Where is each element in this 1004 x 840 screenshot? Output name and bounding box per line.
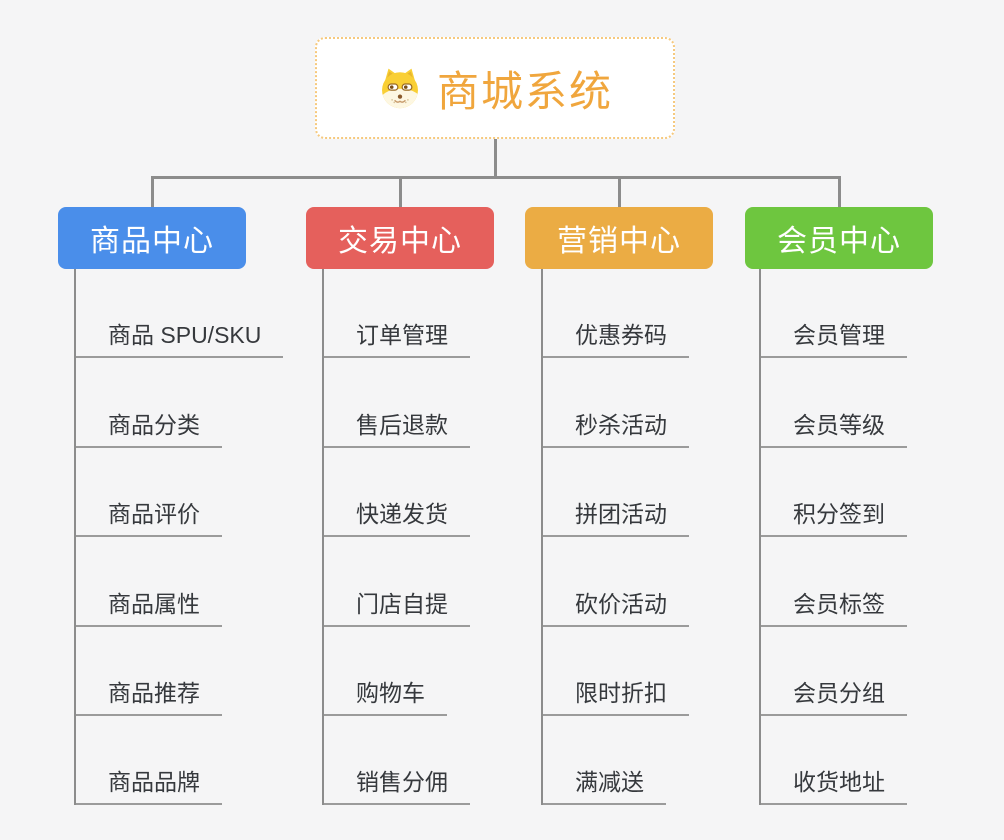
root-title: 商城系统 bbox=[436, 67, 613, 115]
branch-children-marketing-center: 优惠券码 秒杀活动 拼团活动 砍价活动 限时折扣 满减送 bbox=[541, 269, 689, 806]
branch-children-product-center: 商品 SPU/SKU 商品分类 商品评价 商品属性 商品推荐 商品品牌 bbox=[74, 269, 284, 806]
branch-node-trade-center[interactable]: 交易中心 bbox=[306, 207, 494, 269]
leaf-node[interactable]: 会员标签 bbox=[761, 537, 907, 627]
branch-node-member-center[interactable]: 会员中心 bbox=[745, 207, 933, 269]
leaf-node[interactable]: 销售分佣 bbox=[324, 716, 470, 806]
branch-label: 会员中心 bbox=[777, 225, 901, 258]
leaf-node[interactable]: 优惠券码 bbox=[543, 269, 689, 359]
leaf-label: 快递发货 bbox=[356, 501, 448, 528]
leaf-label: 积分签到 bbox=[793, 501, 885, 528]
leaf-node[interactable]: 会员管理 bbox=[761, 269, 907, 359]
branch-label: 营销中心 bbox=[557, 225, 681, 258]
root-node[interactable]: 商城系统 bbox=[315, 37, 675, 139]
branch-label: 交易中心 bbox=[338, 225, 462, 258]
leaf-label: 会员标签 bbox=[793, 590, 885, 617]
branch-node-product-center[interactable]: 商品中心 bbox=[58, 207, 246, 269]
connector-drop-trade bbox=[398, 176, 402, 209]
leaf-node[interactable]: 满减送 bbox=[543, 716, 666, 806]
leaf-node[interactable]: 商品属性 bbox=[76, 537, 222, 627]
leaf-label: 满减送 bbox=[575, 769, 644, 796]
leaf-label: 优惠券码 bbox=[575, 322, 667, 349]
leaf-node[interactable]: 订单管理 bbox=[324, 269, 470, 359]
leaf-node[interactable]: 购物车 bbox=[324, 627, 447, 716]
leaf-label: 会员等级 bbox=[793, 411, 885, 438]
leaf-node[interactable]: 拼团活动 bbox=[543, 448, 689, 538]
leaf-label: 收货地址 bbox=[793, 769, 885, 796]
leaf-node[interactable]: 门店自提 bbox=[324, 537, 470, 627]
leaf-node[interactable]: 商品分类 bbox=[76, 358, 222, 448]
leaf-label: 砍价活动 bbox=[575, 590, 667, 617]
branch-node-marketing-center[interactable]: 营销中心 bbox=[525, 207, 713, 269]
branch-children-member-center: 会员管理 会员等级 积分签到 会员标签 会员分组 收货地址 bbox=[759, 269, 907, 806]
leaf-node[interactable]: 收货地址 bbox=[761, 716, 907, 806]
leaf-label: 门店自提 bbox=[356, 590, 448, 617]
leaf-label: 会员分组 bbox=[793, 679, 885, 706]
leaf-label: 限时折扣 bbox=[575, 679, 667, 706]
leaf-node[interactable]: 商品推荐 bbox=[76, 627, 222, 716]
connector-bus bbox=[151, 176, 840, 179]
branch-children-trade-center: 订单管理 售后退款 快递发货 门店自提 购物车 销售分佣 bbox=[322, 269, 470, 806]
leaf-label: 商品推荐 bbox=[108, 679, 200, 706]
leaf-label: 商品 SPU/SKU bbox=[108, 322, 262, 349]
leaf-label: 会员管理 bbox=[793, 322, 885, 349]
leaf-node[interactable]: 商品品牌 bbox=[76, 716, 222, 806]
leaf-label: 订单管理 bbox=[356, 322, 448, 349]
leaf-node[interactable]: 商品评价 bbox=[76, 448, 222, 538]
connector-drop-member bbox=[837, 176, 841, 209]
branch-label: 商品中心 bbox=[90, 225, 214, 258]
leaf-node[interactable]: 售后退款 bbox=[324, 358, 470, 448]
leaf-node[interactable]: 砍价活动 bbox=[543, 537, 689, 627]
leaf-label: 销售分佣 bbox=[356, 769, 448, 796]
leaf-label: 秒杀活动 bbox=[575, 411, 667, 438]
leaf-label: 拼团活动 bbox=[575, 501, 667, 528]
leaf-node[interactable]: 商品 SPU/SKU bbox=[76, 269, 284, 359]
leaf-label: 商品分类 bbox=[108, 411, 200, 438]
connector-root-stub bbox=[493, 138, 497, 178]
dog-face-icon bbox=[377, 66, 423, 110]
leaf-label: 购物车 bbox=[356, 679, 425, 706]
leaf-node[interactable]: 快递发货 bbox=[324, 448, 470, 538]
leaf-label: 商品品牌 bbox=[108, 769, 200, 796]
connector-drop-marketing bbox=[617, 176, 621, 209]
leaf-label: 商品属性 bbox=[108, 590, 200, 617]
leaf-node[interactable]: 会员分组 bbox=[761, 627, 907, 716]
leaf-label: 售后退款 bbox=[356, 411, 448, 438]
leaf-node[interactable]: 限时折扣 bbox=[543, 627, 689, 716]
leaf-node[interactable]: 秒杀活动 bbox=[543, 358, 689, 448]
leaf-node[interactable]: 会员等级 bbox=[761, 358, 907, 448]
leaf-label: 商品评价 bbox=[108, 501, 200, 528]
leaf-node[interactable]: 积分签到 bbox=[761, 448, 907, 538]
connector-drop-product bbox=[150, 176, 154, 209]
